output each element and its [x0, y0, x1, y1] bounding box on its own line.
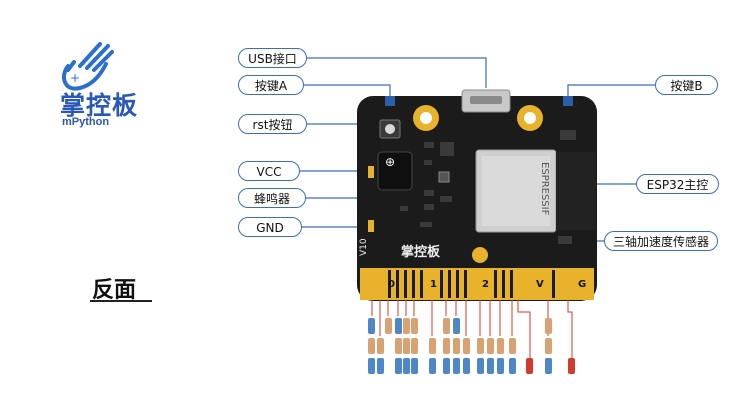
label-esp32: ESP32主控 [636, 174, 719, 194]
pad-label: 0 [388, 279, 395, 290]
label-buzzer: 蜂鸣器 [238, 188, 306, 208]
vcc-pad [368, 166, 374, 178]
rst-button [385, 124, 395, 134]
logo-subtitle: mPython [62, 116, 110, 128]
label-button-a: 按键A [238, 75, 304, 95]
mpython-logo: + [40, 36, 150, 136]
label-vcc: VCC [238, 161, 300, 181]
svg-text:+: + [70, 71, 80, 85]
label-button-b: 按键B [655, 75, 718, 95]
pad-label: V [536, 279, 544, 290]
button-b [563, 96, 573, 106]
logo-name: 掌控板 [60, 91, 139, 120]
button-a [385, 96, 395, 106]
edge-connector-slots [388, 270, 555, 298]
pad-label: 2 [482, 279, 489, 290]
pad-label: 1 [430, 279, 437, 290]
board-name-silkscreen: 掌控板 [401, 244, 441, 260]
svg-text:⊕: ⊕ [385, 155, 395, 169]
accelerometer-chip [438, 171, 450, 183]
buzzer [377, 151, 413, 191]
pad-label: G [578, 279, 586, 290]
smd-components [400, 130, 576, 244]
version-silkscreen: V10 [359, 238, 369, 256]
label-gnd: GND [238, 217, 302, 237]
label-rst-button: rst按钮 [238, 114, 307, 134]
hand-logo-icon: + [62, 42, 114, 91]
pin-tags [368, 318, 575, 374]
label-usb: USB接口 [238, 48, 307, 68]
pad-hole [472, 247, 488, 263]
gnd-pad [368, 220, 374, 232]
page-heading: 反面 [92, 278, 137, 303]
heading-underline [90, 300, 152, 302]
label-accelerometer: 三轴加速度传感器 [604, 231, 718, 251]
esp32-brand-text: ESPRESSIF [539, 162, 550, 216]
